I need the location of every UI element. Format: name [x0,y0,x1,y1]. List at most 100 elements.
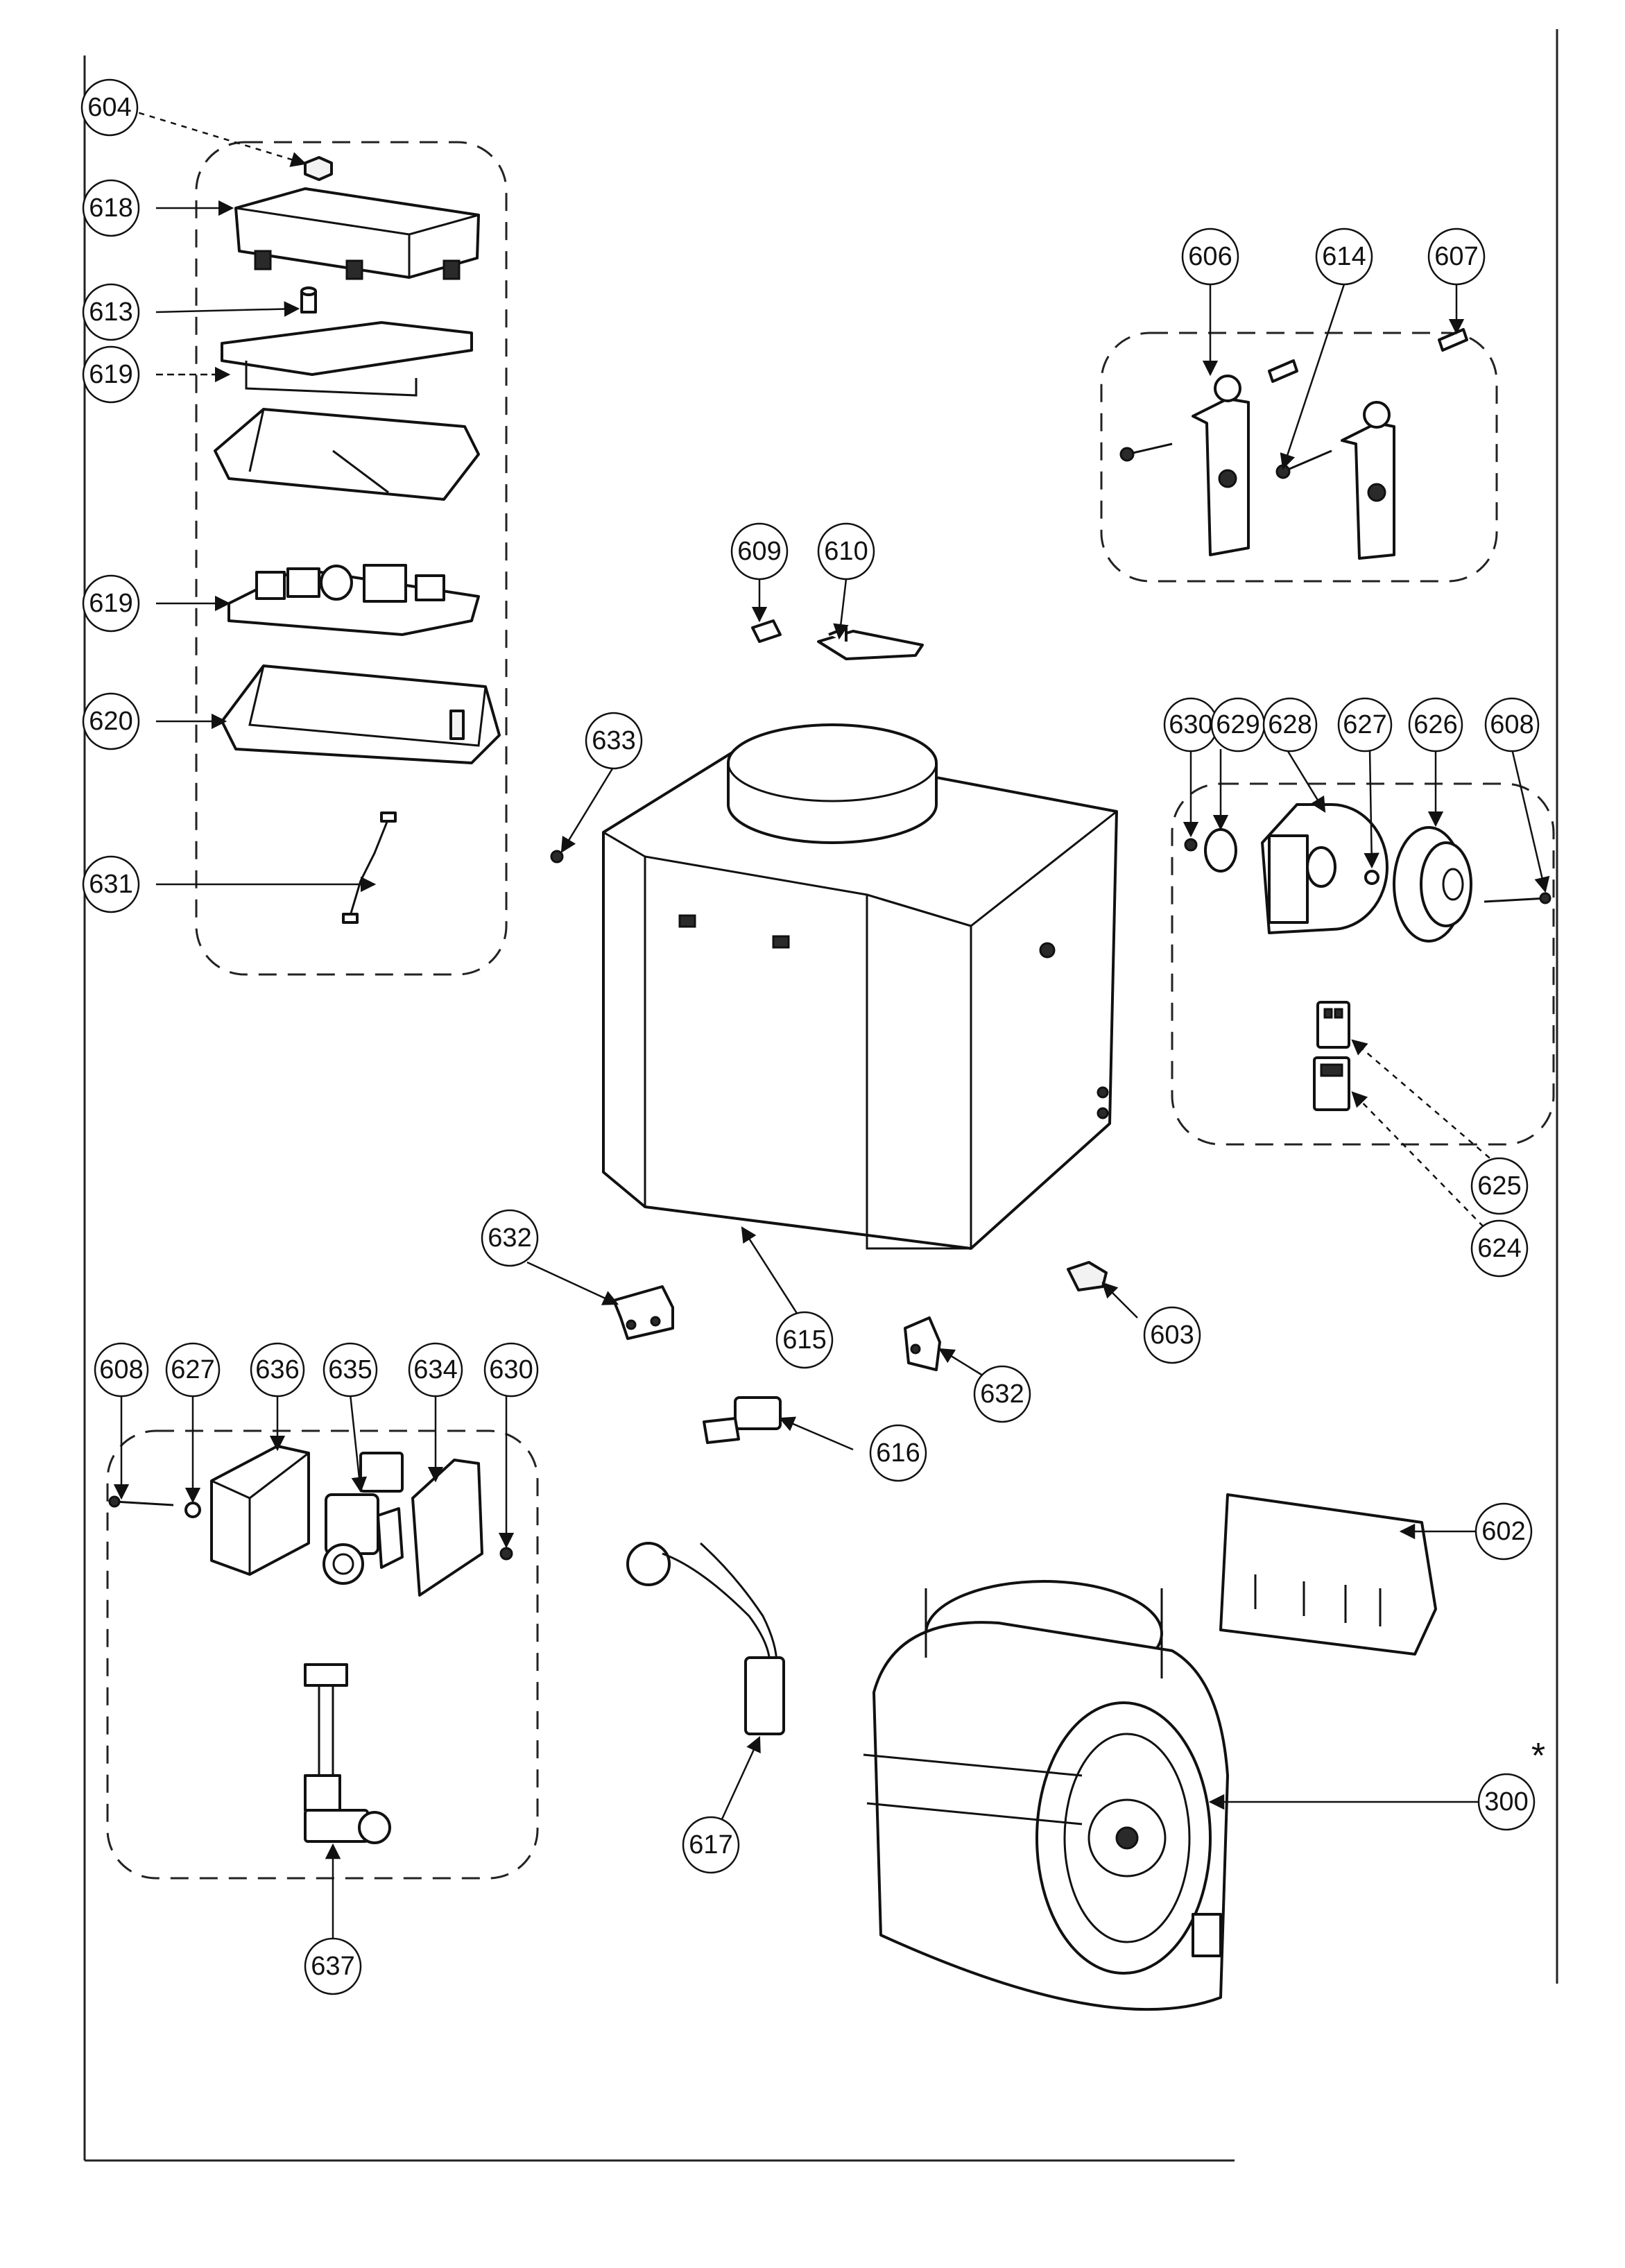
part-631-ribbon-cable [342,811,397,924]
part-625-connector [1316,1001,1350,1049]
callout-625: 625 [1470,1157,1529,1215]
motor-cap-group [1171,782,1555,1146]
svg-text:618: 618 [89,194,132,223]
part-606-bracket-b [1341,401,1395,560]
part-604-nut [304,156,333,181]
part-627-nut [1364,870,1379,885]
svg-text:614: 614 [1322,242,1366,271]
part-620-tray [221,664,501,764]
callout-618: 618 [82,179,140,237]
asterisk-mark: * [1531,1736,1545,1776]
part-606-bracket [1192,375,1250,556]
callout-633: 633 [585,712,643,770]
part-609-plate [751,619,782,643]
callout-632: 632 [973,1365,1031,1423]
svg-text:608: 608 [1490,710,1533,739]
svg-text:610: 610 [824,537,868,566]
svg-text:637: 637 [311,1952,354,1981]
part-602-bracket [1219,1493,1437,1656]
leader-lines [113,108,1550,1939]
svg-text:615: 615 [782,1325,826,1355]
callout-602: 602 [1474,1502,1533,1561]
callout-604: 604 [80,78,139,137]
page-frame [83,29,1558,2162]
svg-text:619: 619 [89,589,132,618]
svg-text:627: 627 [1343,710,1386,739]
svg-text:608: 608 [99,1355,143,1384]
svg-text:626: 626 [1413,710,1457,739]
svg-text:616: 616 [876,1438,920,1468]
part-608-pin [1484,892,1551,904]
callout-617: 617 [682,1816,740,1874]
callout-607: 607 [1427,227,1486,286]
svg-text:625: 625 [1477,1171,1521,1201]
callout-627: 627 [1337,697,1393,753]
part-635-motor [323,1452,404,1585]
callout-620: 620 [82,692,140,750]
svg-text:635: 635 [328,1355,372,1384]
callout-630: 630 [483,1342,539,1398]
svg-text:617: 617 [689,1830,732,1859]
callout-628: 628 [1262,697,1318,753]
callout-616: 616 [869,1424,927,1482]
svg-text:300: 300 [1484,1787,1528,1816]
part-632-clip-b [904,1316,941,1371]
svg-text:619: 619 [89,360,132,389]
svg-text:634: 634 [413,1355,457,1384]
part-613-standoff [300,286,317,313]
part-637-harness [304,1663,391,1844]
part-633-screw [550,850,564,864]
control-board-group [195,141,508,976]
part-632-clip-a [612,1285,674,1340]
part-608-pin-b [108,1495,174,1508]
callout-637: 637 [304,1937,362,1995]
mounting-bracket-group [1100,328,1498,583]
part-619-upper-panel [214,321,480,501]
callout-615: 615 [775,1311,834,1369]
svg-text:606: 606 [1188,242,1232,271]
part-607-anchor [1268,328,1468,383]
part-628-cap [1261,803,1388,934]
svg-text:620: 620 [89,707,132,736]
callout-614: 614 [1315,227,1373,286]
callout-634: 634 [408,1342,463,1398]
part-624-connector [1313,1056,1350,1111]
part-618-cover [234,187,480,280]
svg-text:609: 609 [737,537,781,566]
part-603-nut [1067,1261,1108,1291]
svg-text:631: 631 [89,870,132,899]
callout-606: 606 [1181,227,1239,286]
svg-text:633: 633 [592,726,635,755]
callout-627: 627 [165,1342,221,1398]
callout-610: 610 [817,522,875,581]
part-626-wheel [1393,826,1472,943]
callout-629: 629 [1210,697,1266,753]
callout-300: 300 [1477,1773,1536,1831]
part-634-plate [411,1459,483,1597]
svg-text:632: 632 [980,1380,1024,1409]
callout-603: 603 [1143,1306,1201,1364]
callout-626: 626 [1408,697,1463,753]
part-615-housing [602,723,1118,1250]
callouts: 604 618 613 619 619 620 631 606 614 607 … [80,78,1545,1995]
part-629-washer [1204,828,1237,873]
svg-text:624: 624 [1477,1234,1521,1263]
svg-text:604: 604 [87,93,131,122]
part-619-pcb [227,564,480,636]
callout-609: 609 [730,522,789,581]
svg-text:603: 603 [1150,1321,1194,1350]
svg-text:613: 613 [89,298,132,327]
callout-624: 624 [1470,1219,1529,1278]
callout-631: 631 [82,855,140,913]
svg-text:629: 629 [1216,710,1259,739]
svg-text:628: 628 [1268,710,1312,739]
callout-619: 619 [82,345,140,404]
part-617-capacitor [626,1542,785,1735]
callout-636: 636 [250,1342,305,1398]
part-300-blower [863,1580,1229,2011]
part-616-switch [703,1396,782,1444]
callout-608: 608 [1484,697,1540,753]
part-627-nut-b [184,1502,201,1518]
svg-text:630: 630 [489,1355,533,1384]
